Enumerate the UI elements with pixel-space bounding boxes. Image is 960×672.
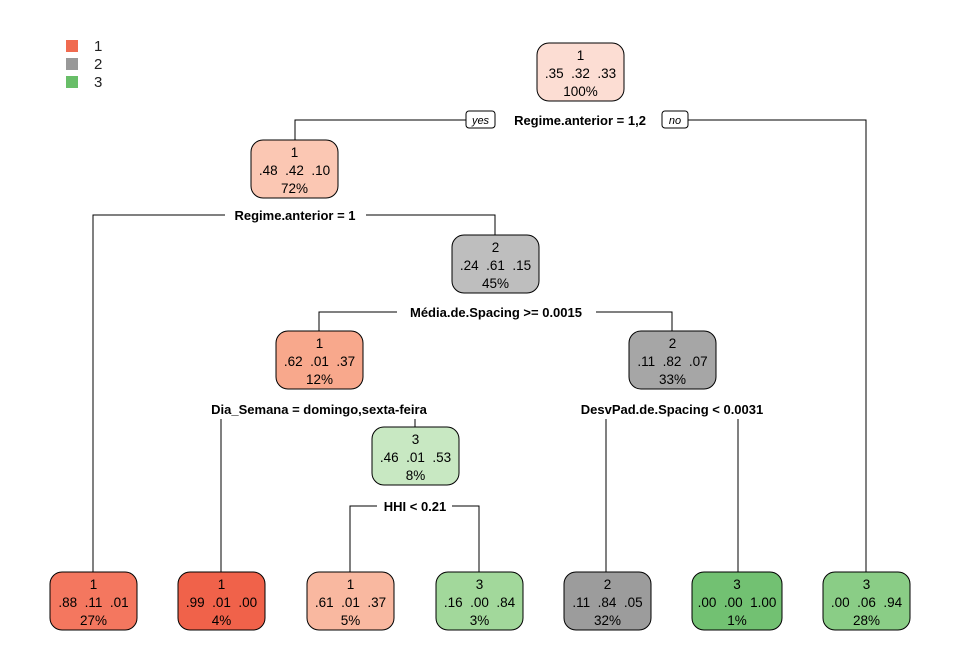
- node-class: 3: [412, 432, 420, 447]
- split-label-n5: DesvPad.de.Spacing < 0.0031: [581, 402, 763, 417]
- node-probs: .46 .01 .53: [380, 450, 451, 465]
- legend-item-3: 3: [66, 73, 102, 91]
- legend-label-3: 3: [94, 73, 103, 91]
- tree-node-root: 1 .35 .32 .33 100%: [536, 42, 625, 102]
- legend-item-2: 2: [66, 55, 102, 73]
- node-probs: .11 .82 .07: [637, 354, 707, 369]
- node-box: [250, 139, 339, 199]
- node-box: [451, 234, 540, 294]
- node-percent: 33%: [659, 372, 686, 387]
- split-label-n4: Dia_Semana = domingo,sexta-feira: [211, 402, 427, 417]
- node-class: 1: [316, 336, 324, 351]
- edge-n3-left: [318, 311, 397, 331]
- node-probs: .00 .00 1.00: [698, 595, 777, 610]
- split-label-n2: Regime.anterior = 1: [234, 208, 355, 223]
- node-probs: .88 .11 .01: [58, 595, 128, 610]
- node-class: 1: [291, 145, 299, 160]
- node-box: [275, 330, 364, 390]
- node-class: 1: [347, 577, 355, 592]
- node-class: 3: [733, 577, 741, 592]
- node-class: 3: [476, 577, 484, 592]
- split-labels: Regime.anterior = 1,2 Regime.anterior = …: [211, 113, 763, 514]
- node-class: 3: [863, 577, 871, 592]
- tree-edges: [92, 119, 867, 572]
- edge-n2-right: [366, 214, 496, 235]
- edge-n2-left: [92, 214, 225, 572]
- node-percent: 27%: [80, 613, 107, 628]
- node-probs: .48 .42 .10: [259, 163, 330, 178]
- no-tag: [661, 110, 689, 129]
- node-percent: 28%: [853, 613, 880, 628]
- node-percent: 12%: [306, 372, 333, 387]
- node-probs: .00 .06 .94: [831, 595, 903, 610]
- split-label-n6: HHI < 0.21: [384, 499, 447, 514]
- split-label-root: Regime.anterior = 1,2: [514, 113, 646, 128]
- tree-node-5: 2 .11 .82 .07 33%: [628, 330, 717, 390]
- node-percent: 32%: [594, 613, 621, 628]
- legend: 1 2 3: [66, 37, 102, 91]
- node-class: 2: [492, 240, 500, 255]
- legend-label-2: 2: [94, 55, 103, 73]
- node-class: 2: [669, 336, 677, 351]
- tree-node-4: 1 .62 .01 .37 12%: [275, 330, 364, 390]
- node-percent: 72%: [281, 181, 308, 196]
- tree-node-2: 1 .48 .42 .10 72%: [250, 139, 339, 199]
- node-percent: 5%: [341, 613, 361, 628]
- node-percent: 45%: [482, 276, 509, 291]
- yes-label: yes: [471, 115, 490, 127]
- node-probs: .62 .01 .37: [284, 354, 355, 369]
- tree-leaf-6: 3 .00 .00 1.00 1%: [691, 571, 783, 631]
- node-percent: 8%: [406, 468, 426, 483]
- node-box: [691, 571, 783, 631]
- tree-leaf-7: 3 .00 .06 .94 28%: [822, 571, 911, 631]
- node-box: [822, 571, 911, 631]
- node-percent: 4%: [212, 613, 232, 628]
- node-box: [177, 571, 266, 631]
- node-class: 1: [218, 577, 226, 592]
- tree-leaf-1: 1 .88 .11 .01 27%: [49, 571, 138, 631]
- node-box: [306, 571, 395, 631]
- edge-n6-right: [452, 505, 480, 572]
- node-box: [536, 42, 625, 102]
- node-percent: 3%: [470, 613, 490, 628]
- node-box: [49, 571, 138, 631]
- node-class: 1: [577, 48, 585, 63]
- node-box: [628, 330, 717, 390]
- node-probs: .61 .01 .37: [315, 595, 386, 610]
- edge-n3-right: [596, 311, 673, 331]
- yes-tag: [465, 110, 496, 129]
- node-percent: 100%: [563, 84, 598, 99]
- node-probs: .11 .84 .05: [572, 595, 642, 610]
- tree-node-6: 3 .46 .01 .53 8%: [371, 426, 460, 486]
- legend-swatch-2: [66, 58, 78, 70]
- legend-swatch-1: [66, 40, 78, 52]
- node-class: 2: [604, 577, 612, 592]
- edge-n6-left: [349, 505, 377, 572]
- edge-root-left: [294, 119, 466, 140]
- yes-no-tags: yes no: [465, 110, 689, 129]
- split-label-n3: Média.de.Spacing >= 0.0015: [410, 305, 582, 320]
- no-label: no: [669, 115, 681, 127]
- tree-leaf-2: 1 .99 .01 .00 4%: [177, 571, 266, 631]
- node-box: [563, 571, 652, 631]
- tree-leaf-5: 2 .11 .84 .05 32%: [563, 571, 652, 631]
- legend-label-1: 1: [94, 37, 103, 55]
- tree-nodes: 1 .35 .32 .33 100% 1 .48 .42 .10 72% 2 .…: [49, 42, 911, 631]
- node-probs: .16 .00 .84: [444, 595, 516, 610]
- tree-node-3: 2 .24 .61 .15 45%: [451, 234, 540, 294]
- legend-swatch-3: [66, 76, 78, 88]
- node-box: [371, 426, 460, 486]
- node-probs: .99 .01 .00: [186, 595, 257, 610]
- legend-item-1: 1: [66, 37, 102, 55]
- edge-root-right: [688, 119, 867, 572]
- tree-leaf-4: 3 .16 .00 .84 3%: [435, 571, 524, 631]
- tree-leaf-3: 1 .61 .01 .37 5%: [306, 571, 395, 631]
- node-probs: .35 .32 .33: [545, 66, 616, 81]
- node-box: [435, 571, 524, 631]
- node-class: 1: [90, 577, 98, 592]
- node-probs: .24 .61 .15: [460, 258, 531, 273]
- node-percent: 1%: [727, 613, 747, 628]
